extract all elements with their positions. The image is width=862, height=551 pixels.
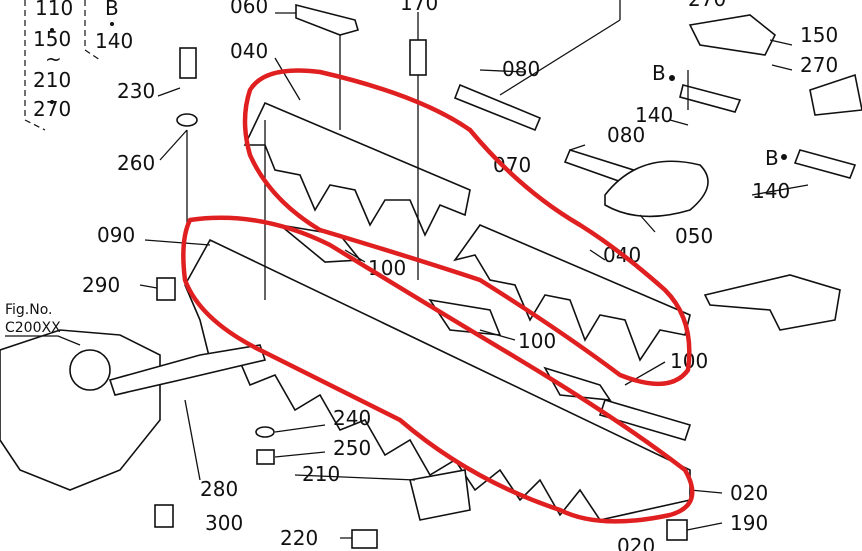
arm-280 bbox=[108, 344, 267, 396]
label-190: 190 bbox=[730, 511, 768, 535]
legend-bracket-b bbox=[84, 0, 101, 61]
nut-290 bbox=[156, 277, 176, 301]
part-100-b bbox=[428, 298, 502, 336]
label-290: 290 bbox=[82, 273, 120, 297]
highlight-upper-knife bbox=[242, 68, 692, 387]
label-280: 280 bbox=[200, 477, 238, 501]
label-020-b: 020 bbox=[617, 534, 655, 551]
knife-040-upper-left bbox=[243, 101, 471, 237]
label-100-a: 100 bbox=[368, 256, 406, 280]
label-060: 060 bbox=[230, 0, 268, 18]
part-bracket-right bbox=[703, 274, 841, 331]
label-100-b: 100 bbox=[518, 329, 556, 353]
bolt-170 bbox=[409, 39, 427, 76]
label-270: 270 bbox=[800, 53, 838, 77]
legend-bracket bbox=[24, 0, 46, 131]
legend-110: 110 bbox=[35, 0, 73, 20]
label-140-a: 140 bbox=[635, 103, 673, 127]
label-b-a: B bbox=[652, 61, 666, 85]
part-150-bracket bbox=[688, 14, 777, 56]
nut-250 bbox=[256, 449, 275, 465]
nut-190 bbox=[666, 519, 688, 541]
knife-040-upper-right bbox=[453, 224, 691, 362]
part-140-plate-b bbox=[793, 149, 857, 179]
label-220: 220 bbox=[280, 526, 318, 550]
label-210: 210 bbox=[302, 462, 340, 486]
part-060 bbox=[295, 3, 360, 36]
label-080-b: 080 bbox=[607, 123, 645, 147]
bolt-300 bbox=[154, 504, 174, 528]
label-240: 240 bbox=[333, 406, 371, 430]
label-140-b: 140 bbox=[752, 179, 790, 203]
label-260: 260 bbox=[117, 151, 155, 175]
label-170: 170 bbox=[400, 0, 438, 15]
gearbox-frame bbox=[0, 329, 161, 491]
label-250: 250 bbox=[333, 436, 371, 460]
label-b-b: B bbox=[765, 146, 779, 170]
part-070 bbox=[453, 83, 542, 132]
label-090: 090 bbox=[97, 223, 135, 247]
bolt-220 bbox=[351, 529, 378, 549]
label-040-a: 040 bbox=[230, 39, 268, 63]
washer-260 bbox=[176, 113, 198, 127]
part-140-plate bbox=[679, 84, 742, 113]
gearbox-hole bbox=[69, 349, 111, 391]
part-050 bbox=[604, 160, 709, 218]
label-300: 300 bbox=[205, 511, 243, 535]
label-050: 050 bbox=[675, 224, 713, 248]
bolt-230 bbox=[179, 47, 197, 79]
legend-210: 210 bbox=[33, 68, 71, 92]
label-230: 230 bbox=[117, 79, 155, 103]
legend-b: B bbox=[105, 0, 119, 20]
highlight-lower-knife bbox=[181, 215, 695, 524]
label-020-a: 020 bbox=[730, 481, 768, 505]
figure-no: C200XX bbox=[5, 320, 61, 336]
part-100-c bbox=[543, 366, 612, 401]
legend-140: 140 bbox=[95, 29, 133, 53]
label-270-top: 270 bbox=[688, 0, 726, 11]
part-210 bbox=[409, 469, 471, 521]
figure-no-label: Fig.No. bbox=[5, 302, 53, 318]
legend-tilde: ~ bbox=[45, 47, 62, 71]
part-150-bracket-b bbox=[809, 73, 862, 116]
legend-270: 270 bbox=[33, 97, 71, 121]
label-080-a: 080 bbox=[502, 57, 540, 81]
washer-240 bbox=[255, 426, 275, 438]
label-150: 150 bbox=[800, 23, 838, 47]
legend-150: 150 bbox=[33, 27, 71, 51]
